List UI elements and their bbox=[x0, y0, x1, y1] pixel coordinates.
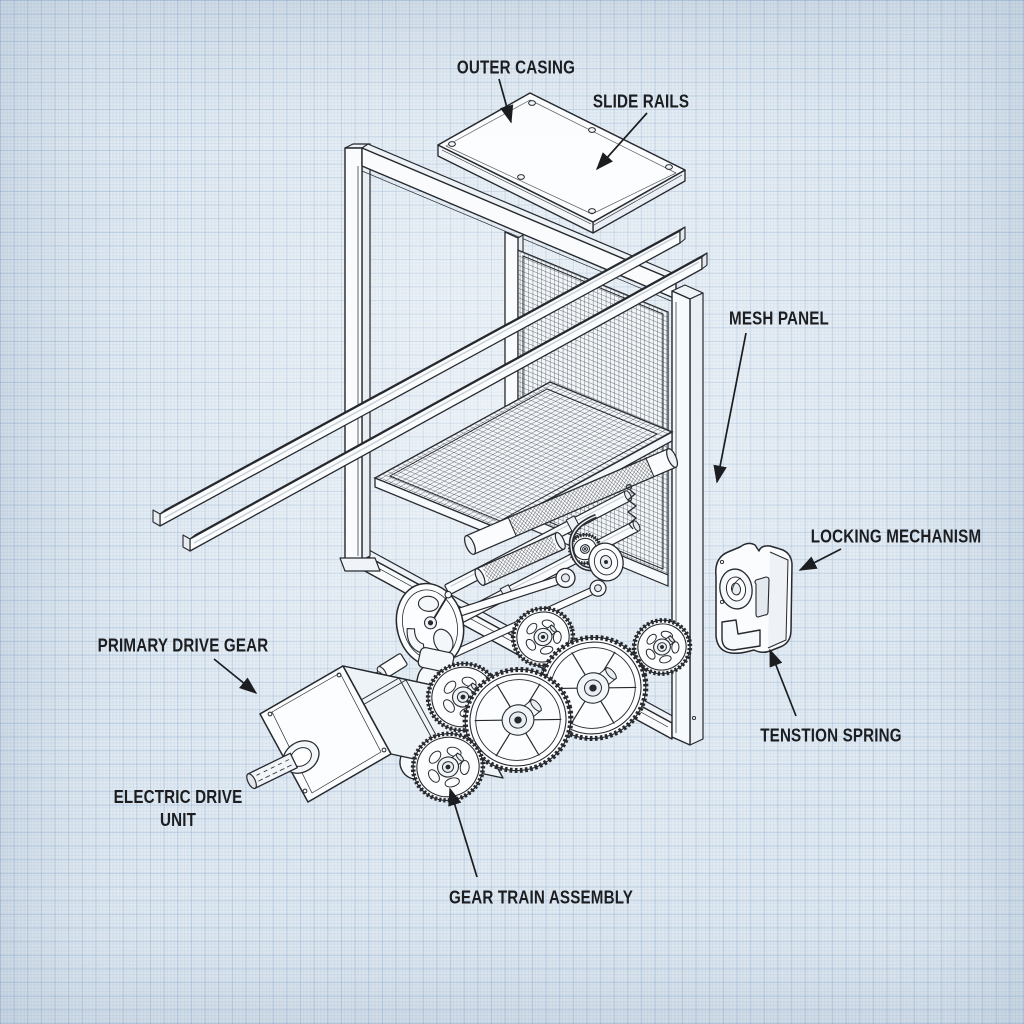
leader-gear-train-assembly bbox=[448, 787, 478, 878]
label-electric-drive-unit: ELECTRIC DRIVE UNIT bbox=[114, 785, 243, 831]
gear bbox=[510, 606, 576, 668]
belt-and-pulley bbox=[568, 513, 624, 582]
motor-shaft bbox=[246, 752, 298, 790]
leader-primary-drive-gear bbox=[213, 658, 258, 694]
motor-screws bbox=[267, 672, 387, 794]
label-slide-rails: SLIDE RAILS bbox=[592, 90, 690, 112]
leader-mesh-panel bbox=[713, 332, 747, 484]
label-electric-drive-unit-line2: UNIT bbox=[159, 809, 197, 830]
outer-casing-part bbox=[437, 92, 686, 234]
label-electric-drive-unit-line1: ELECTRIC DRIVE bbox=[113, 786, 243, 807]
knurled-roller-short bbox=[474, 531, 566, 587]
leader-slide-rails bbox=[595, 112, 648, 171]
knurled-roller-long bbox=[464, 447, 679, 556]
leader-tension-spring bbox=[769, 648, 797, 717]
gear-train-part bbox=[410, 532, 693, 803]
label-gear-train-assembly: GEAR TRAIN ASSEMBLY bbox=[448, 886, 634, 908]
gear bbox=[631, 618, 693, 676]
locking-mechanism-part bbox=[715, 542, 793, 654]
label-mesh-panel: MESH PANEL bbox=[729, 307, 829, 329]
label-tension-spring: TENSTION SPRING bbox=[760, 724, 902, 746]
leader-outer-casing bbox=[498, 78, 514, 124]
label-locking-mechanism: LOCKING MECHANISM bbox=[810, 525, 982, 547]
pulley-wheel bbox=[588, 542, 624, 582]
slide-rails-part bbox=[152, 226, 708, 552]
screw-hole-icon bbox=[448, 100, 673, 214]
chain-link-detail bbox=[625, 484, 638, 530]
gear bbox=[462, 666, 574, 774]
leader-lines bbox=[213, 78, 842, 878]
leader-locking-mechanism bbox=[798, 548, 842, 571]
slide-rail-lower bbox=[182, 252, 708, 552]
label-outer-casing: OUTER CASING bbox=[456, 56, 576, 78]
slide-rail-upper bbox=[152, 226, 686, 527]
label-primary-drive-gear: PRIMARY DRIVE GEAR bbox=[97, 634, 269, 656]
